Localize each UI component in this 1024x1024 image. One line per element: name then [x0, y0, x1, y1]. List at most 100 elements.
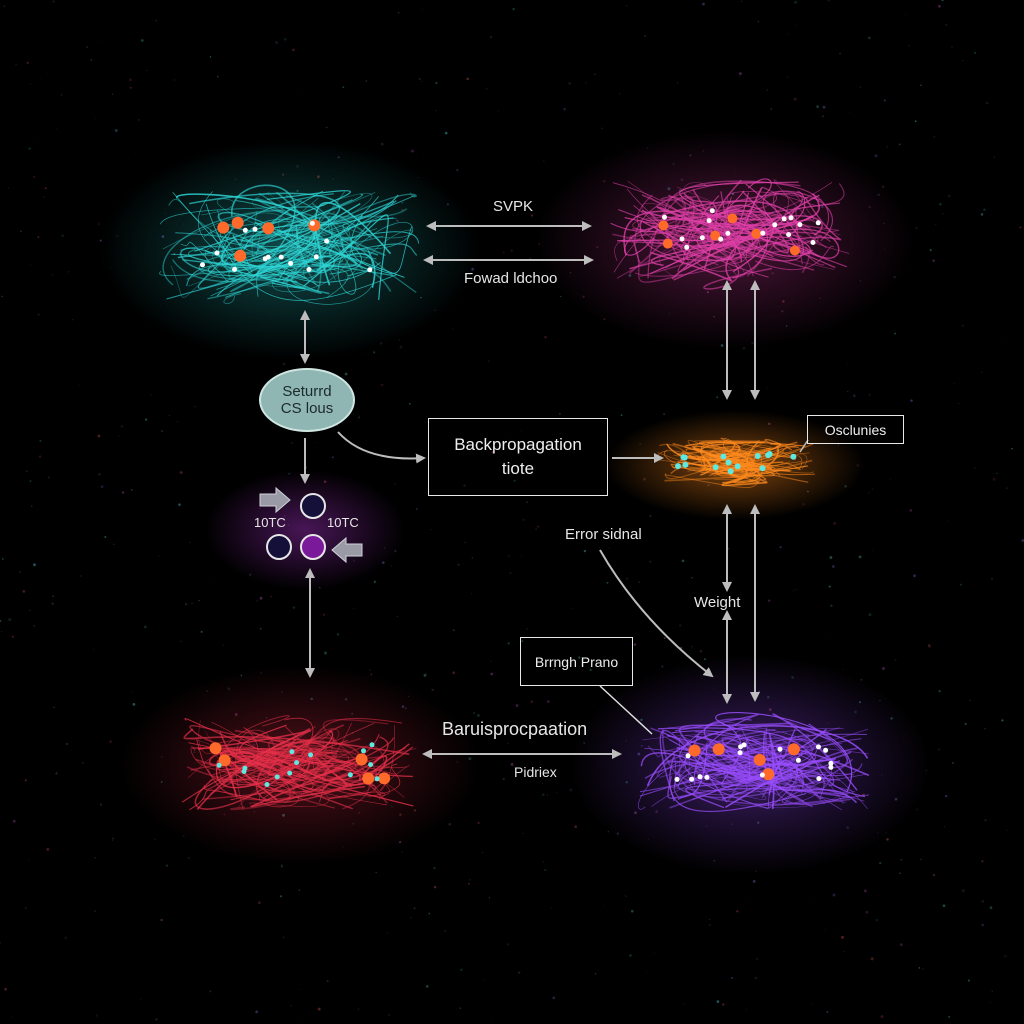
- neuron-node: [200, 262, 205, 268]
- star-dot: [444, 930, 447, 933]
- neuron-node: [704, 774, 710, 780]
- neuron-fiber: [186, 250, 307, 287]
- neuron-fiber: [226, 749, 380, 772]
- star-dot: [929, 249, 932, 252]
- neuron-fiber: [624, 191, 806, 234]
- star-dot: [493, 97, 495, 99]
- neural-cluster-cyan: [159, 184, 420, 305]
- neuron-fiber: [699, 441, 765, 476]
- neuron-node: [759, 465, 766, 472]
- star-dot: [155, 19, 158, 22]
- neuron-node: [790, 453, 797, 460]
- star-dot: [578, 656, 581, 659]
- neuron-fiber: [629, 235, 683, 283]
- star-dot: [795, 25, 797, 26]
- star-dot: [282, 362, 286, 366]
- neuron-node: [788, 215, 794, 221]
- neuron-node: [361, 748, 366, 754]
- star-dot: [509, 572, 512, 574]
- star-dot: [94, 910, 96, 912]
- star-dot: [558, 412, 561, 415]
- star-dot: [691, 646, 693, 648]
- star-dot: [510, 249, 513, 252]
- neuron-node: [810, 240, 816, 245]
- star-dot: [509, 437, 511, 439]
- star-dot: [958, 402, 960, 404]
- star-dot: [846, 364, 848, 366]
- star-dot: [535, 528, 537, 530]
- star-dot: [90, 58, 93, 61]
- star-dot: [1006, 829, 1008, 831]
- star-dot: [80, 575, 82, 577]
- star-dot: [649, 560, 652, 563]
- star-dot: [731, 977, 733, 979]
- star-dot: [380, 142, 384, 146]
- star-dot: [1011, 447, 1013, 450]
- star-dot: [983, 208, 986, 211]
- star-dot: [380, 383, 384, 387]
- neuron-node: [727, 213, 738, 224]
- neuron-fiber: [224, 216, 339, 298]
- neuron-node: [287, 770, 293, 776]
- neuron-node: [674, 776, 680, 782]
- star-dot: [160, 918, 163, 922]
- star-dot: [830, 604, 833, 607]
- neuron-fiber: [166, 243, 418, 300]
- star-dot: [352, 413, 354, 415]
- star-dot: [971, 977, 972, 979]
- star-dot: [981, 371, 983, 373]
- star-dot: [537, 525, 540, 528]
- star-dot: [82, 762, 84, 764]
- neuron-fiber: [721, 445, 780, 487]
- star-dot: [111, 837, 115, 840]
- neuron-node: [294, 760, 300, 766]
- neuron-node: [231, 216, 244, 229]
- neuron-node: [828, 760, 834, 766]
- star-dot: [179, 640, 182, 643]
- star-dot: [418, 78, 421, 80]
- star-dot: [676, 81, 679, 84]
- star-dot: [1, 295, 4, 298]
- star-dot: [173, 79, 176, 81]
- star-dot: [109, 740, 112, 743]
- star-dot: [973, 279, 975, 281]
- neuron-node: [662, 214, 667, 220]
- star-dot: [619, 93, 621, 95]
- star-dot: [651, 943, 653, 945]
- neuron-fiber: [162, 209, 284, 286]
- star-dot: [146, 69, 148, 71]
- star-dot: [709, 924, 711, 926]
- star-dot: [549, 723, 551, 726]
- star-dot: [259, 596, 263, 600]
- star-dot: [847, 391, 849, 393]
- neuron-fiber: [334, 755, 388, 786]
- star-dot: [510, 762, 514, 766]
- star-dot: [520, 554, 522, 556]
- star-dot: [993, 91, 994, 93]
- star-dot: [258, 901, 261, 905]
- star-dot: [827, 0, 830, 2]
- star-dot: [691, 576, 693, 579]
- neuron-fiber: [739, 447, 772, 475]
- neuron-fiber: [222, 742, 361, 788]
- star-dot: [760, 53, 762, 55]
- forward-label: Fowad ldchoo: [464, 270, 558, 287]
- neuron-fiber: [255, 197, 386, 257]
- neuron-node: [242, 227, 248, 233]
- star-dot: [1006, 487, 1008, 489]
- neuron-fiber: [252, 191, 284, 211]
- star-dot: [626, 577, 629, 580]
- star-dot: [104, 535, 107, 539]
- neuron-node: [378, 772, 391, 785]
- star-dot: [756, 958, 758, 960]
- neuron-node: [718, 236, 724, 242]
- neuron-fiber: [159, 265, 349, 298]
- brrngh-pointer-line: [599, 685, 653, 735]
- star-dot: [487, 360, 490, 363]
- star-dot: [840, 431, 843, 433]
- star-dot: [507, 554, 511, 557]
- neuron-node: [680, 454, 687, 461]
- neuron-fiber: [211, 721, 352, 776]
- star-dot: [787, 33, 789, 35]
